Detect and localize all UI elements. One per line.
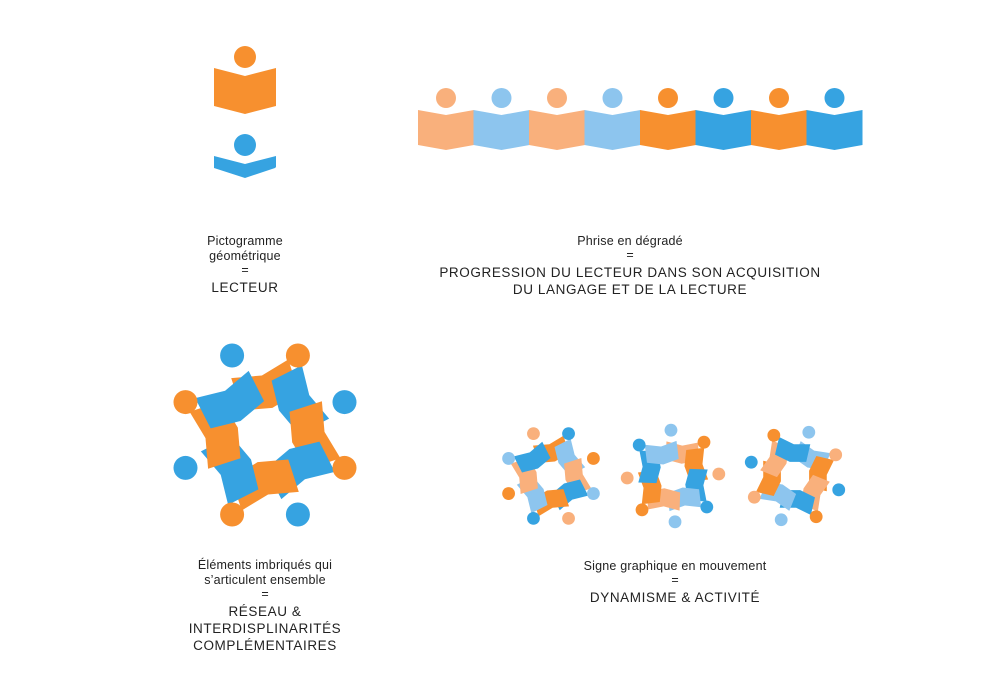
phrase-meaning-1: PROGRESSION DU LECTEUR DANS SON ACQUISIT… (439, 265, 821, 280)
reader-icon (584, 88, 641, 150)
ring-head-shape (632, 438, 646, 452)
ring-book-shape (644, 440, 680, 467)
ring-head-shape (668, 515, 682, 529)
reader-ring-icon (620, 423, 726, 529)
ring-head-shape (635, 503, 649, 517)
phrase-desc: Phrise en dégradé (577, 234, 683, 248)
moving-ring-3 (744, 425, 846, 527)
ring-head-shape (587, 452, 600, 465)
reader-icon-blue (214, 134, 276, 178)
reader-icon (751, 88, 807, 150)
ring-head-shape (802, 425, 816, 439)
network-equals: = (261, 587, 269, 601)
ring-head-shape (832, 483, 846, 497)
reader-ring-icon (744, 425, 846, 527)
ring-head-shape (587, 487, 600, 500)
moving-ring-2 (620, 423, 726, 529)
movement-caption: Signe graphique en mouvement = DYNAMISME… (530, 559, 820, 606)
ring-head-shape (809, 510, 823, 524)
reader-icon (806, 88, 863, 150)
phrase-meaning-2: DU LANGAGE ET DE LA LECTURE (512, 282, 748, 297)
network-caption: Éléments imbriqués qui s’articulent ense… (140, 558, 390, 654)
ring-head-shape (502, 452, 515, 465)
ring-head-shape (744, 455, 758, 469)
reader-icon (418, 88, 474, 150)
network-meaning-3: COMPLÉMENTAIRES (193, 638, 337, 653)
ring-head-shape (332, 390, 357, 415)
ring-head-shape (620, 471, 634, 485)
ring-head-shape (285, 343, 310, 368)
network-desc-1: Éléments imbriqués qui (197, 558, 333, 572)
ring-head-shape (767, 428, 781, 442)
ring-head-shape (527, 512, 540, 525)
movement-equals: = (671, 573, 679, 587)
pictogram-readers (214, 46, 276, 178)
network-meaning-1: RÉSEAU & (228, 604, 302, 619)
ring-head-shape (664, 423, 678, 437)
movement-meaning: DYNAMISME & ACTIVITÉ (589, 590, 761, 605)
ring-head-shape (220, 502, 245, 527)
ring-head-shape (285, 502, 310, 527)
ring-head-shape (747, 490, 761, 504)
moving-ring-1 (502, 427, 600, 525)
ring-head-shape (712, 467, 726, 481)
pictogram-desc-2: géométrique (209, 249, 281, 263)
pictogram-meaning: LECTEUR (211, 280, 279, 295)
pictogram-equals: = (241, 263, 249, 277)
reader-icon (640, 88, 696, 150)
pictogram-desc-1: Pictogramme (207, 234, 283, 248)
ring-head-shape (697, 435, 711, 449)
ring-head-shape (562, 512, 575, 525)
ring-head-shape (829, 448, 843, 462)
phrase-caption: Phrise en dégradé = PROGRESSION DU LECTE… (430, 234, 830, 298)
reader-icon-orange (214, 46, 276, 114)
network-meaning-2: INTERDISPLINARITÉS (188, 621, 342, 636)
ring-head-shape (502, 487, 515, 500)
reader-ring-icon (502, 427, 600, 525)
ring-head-shape (220, 343, 245, 368)
phrase-equals: = (626, 248, 634, 262)
reader-icon (473, 88, 530, 150)
network-desc-2: s’articulent ensemble (204, 573, 326, 587)
ring-head-shape (173, 390, 198, 415)
ring-head-shape (700, 500, 714, 514)
movement-desc: Signe graphique en mouvement (583, 559, 767, 573)
network-ring (173, 343, 357, 527)
gradient-reader-row (418, 88, 863, 150)
ring-head-shape (173, 455, 198, 480)
reader-icon (695, 88, 752, 150)
ring-head-shape (332, 455, 357, 480)
reader-icon (529, 88, 585, 150)
pictogram-caption: Pictogramme géométrique = LECTEUR (145, 234, 345, 296)
reader-ring-icon (173, 343, 357, 527)
ring-head-shape (527, 427, 540, 440)
ring-head-shape (562, 427, 575, 440)
ring-head-shape (774, 513, 788, 527)
